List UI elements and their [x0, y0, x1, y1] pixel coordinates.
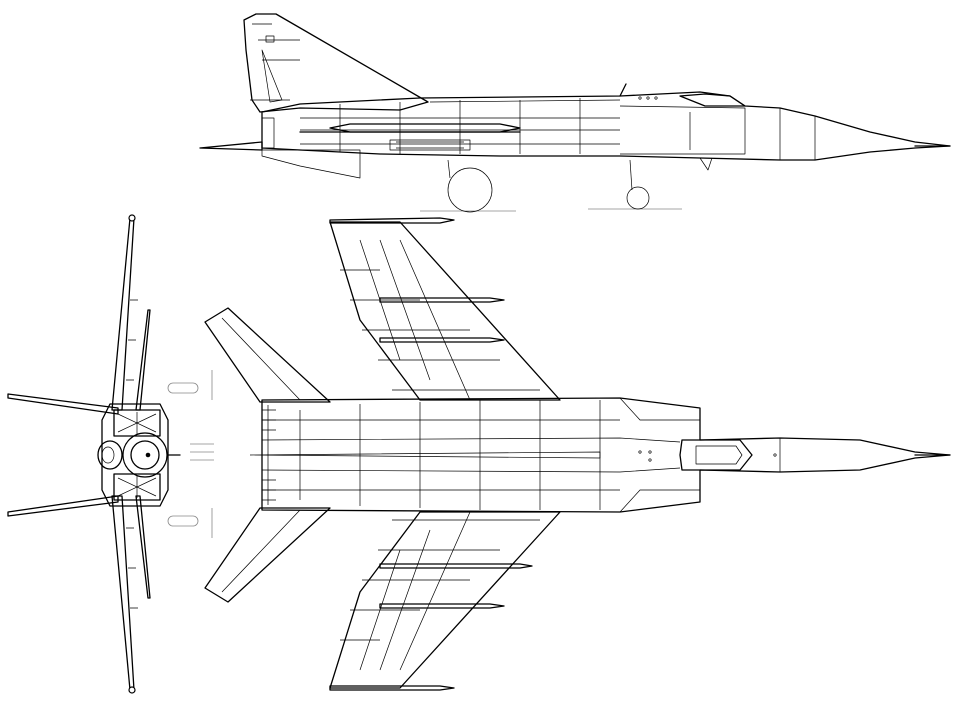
- top-view-upper-wing: [329, 221, 561, 401]
- side-view-landing-gear-shadow: [420, 159, 682, 213]
- side-view: [199, 13, 951, 213]
- front-view-ground-marks: [167, 370, 214, 538]
- front-view: [7, 214, 214, 694]
- top-view-wingtip-rails: [329, 217, 455, 691]
- top-view-missiles: [379, 297, 533, 609]
- top-view: [204, 217, 951, 691]
- top-view-horizontal-stabilizers: [204, 307, 331, 603]
- side-view-missiles: [299, 123, 521, 151]
- top-view-fuselage: [249, 397, 951, 513]
- front-view-fuselage: [97, 403, 181, 507]
- side-view-fuselage: [199, 83, 951, 179]
- top-view-lower-wing: [329, 511, 561, 689]
- side-view-vertical-tail: [243, 13, 429, 113]
